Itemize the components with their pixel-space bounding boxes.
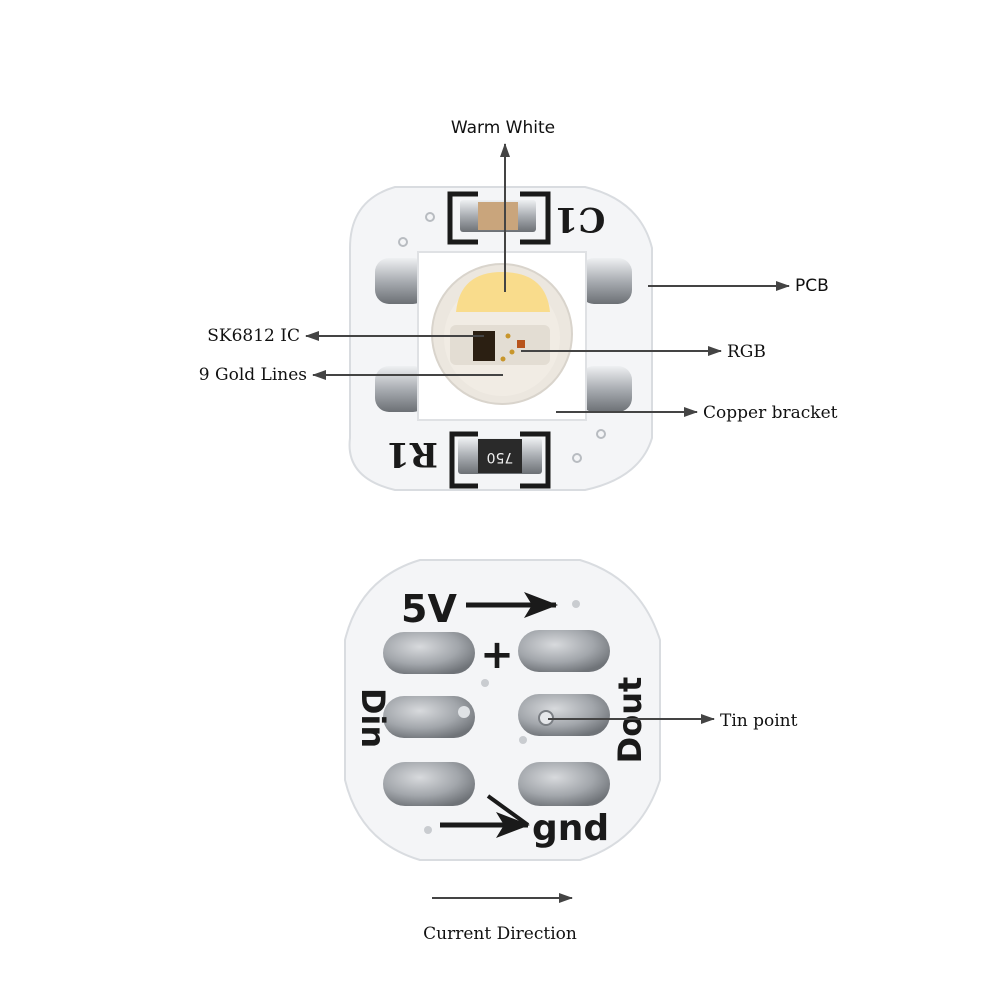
back-annotations: Tin point <box>548 711 798 731</box>
warm-white-die <box>456 272 550 312</box>
led-pin-bottom-right <box>580 366 632 412</box>
rgb-chip <box>517 340 525 348</box>
sk6812-ic-die <box>473 331 495 361</box>
label-copper-bracket: Copper bracket <box>703 403 838 423</box>
pad-dout <box>518 694 610 736</box>
bond-point <box>505 333 511 339</box>
r1-silkscreen-frame <box>449 431 551 489</box>
led-pin-bottom-left <box>375 366 427 412</box>
bond-point <box>500 356 506 362</box>
resistor-code: 750 <box>487 449 514 465</box>
front-board: C1 750 R1 <box>348 186 653 491</box>
label-tin-point: Tin point <box>720 711 798 731</box>
front-annotations: Warm White PCB SK6812 IC RGB 9 Gold Line… <box>199 118 838 423</box>
r1-mark: R1 <box>386 434 438 474</box>
led-pin-top-right <box>580 258 632 304</box>
label-warm-white: Warm White <box>451 118 555 138</box>
pad-gnd-left <box>383 762 475 806</box>
via <box>458 706 470 718</box>
c1-capacitor-body <box>478 202 518 230</box>
label-gold-lines: 9 Gold Lines <box>199 365 307 385</box>
label-sk6812-ic: SK6812 IC <box>207 326 300 346</box>
via <box>481 679 489 687</box>
rgb-die-area <box>450 325 550 365</box>
silk-plus: + <box>480 632 514 678</box>
label-rgb: RGB <box>727 342 766 362</box>
via <box>596 429 606 439</box>
current-direction: Current Direction <box>423 893 577 944</box>
via <box>572 453 582 463</box>
pad-din <box>383 696 475 738</box>
pad-5v-right <box>518 630 610 672</box>
r1-resistor-body <box>478 439 522 473</box>
label-current-direction: Current Direction <box>423 924 577 944</box>
pad-5v-left <box>383 632 475 674</box>
pad-gnd-right <box>518 762 610 806</box>
via <box>572 600 580 608</box>
silk-din: Din <box>354 688 392 748</box>
via <box>425 212 435 222</box>
c1-silkscreen-frame <box>447 191 551 245</box>
bond-point <box>509 349 515 355</box>
via <box>424 826 432 834</box>
via <box>519 736 527 744</box>
label-pcb: PCB <box>795 276 829 296</box>
led-pin-top-left <box>375 258 427 304</box>
silk-gnd-arrow-stem <box>486 794 530 827</box>
silk-5v: 5V <box>401 587 457 631</box>
back-board: 5V + Din Dout gnd <box>344 559 661 861</box>
c1-mark: C1 <box>555 199 606 239</box>
via <box>398 237 408 247</box>
silk-gnd: gnd <box>532 808 609 849</box>
